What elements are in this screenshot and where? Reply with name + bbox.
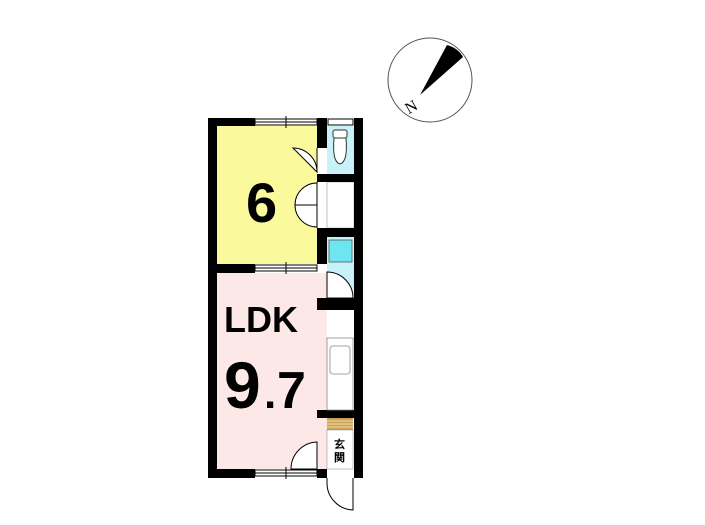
closet-door-lower	[294, 204, 318, 228]
ldk-size-int: 9	[224, 348, 261, 422]
bedroom-size-label: 6	[246, 171, 277, 234]
compass: N	[387, 37, 473, 123]
doors[interactable]	[290, 147, 354, 511]
toilet-icon	[332, 129, 348, 165]
shoe-box	[327, 418, 353, 430]
ldk-size-dot: .	[264, 369, 276, 418]
ldk-floor	[217, 273, 327, 469]
washroom-door	[326, 271, 354, 299]
windows	[254, 116, 354, 479]
walls	[208, 118, 363, 478]
north-arrow-icon	[420, 45, 463, 95]
washbasin-icon	[328, 239, 353, 263]
entrance-label-1: 玄	[334, 437, 345, 451]
ldk-entrance-door	[290, 441, 318, 470]
entrance-label-2: 関	[334, 451, 345, 464]
toilet-door	[291, 147, 318, 174]
entrance-floor	[326, 429, 354, 470]
closet-floor	[326, 181, 355, 229]
front-door	[326, 478, 354, 511]
ldk-size-dec: 7	[277, 362, 306, 420]
ldk-name-label: LDK	[224, 299, 298, 340]
kitchen-counter	[326, 337, 354, 411]
